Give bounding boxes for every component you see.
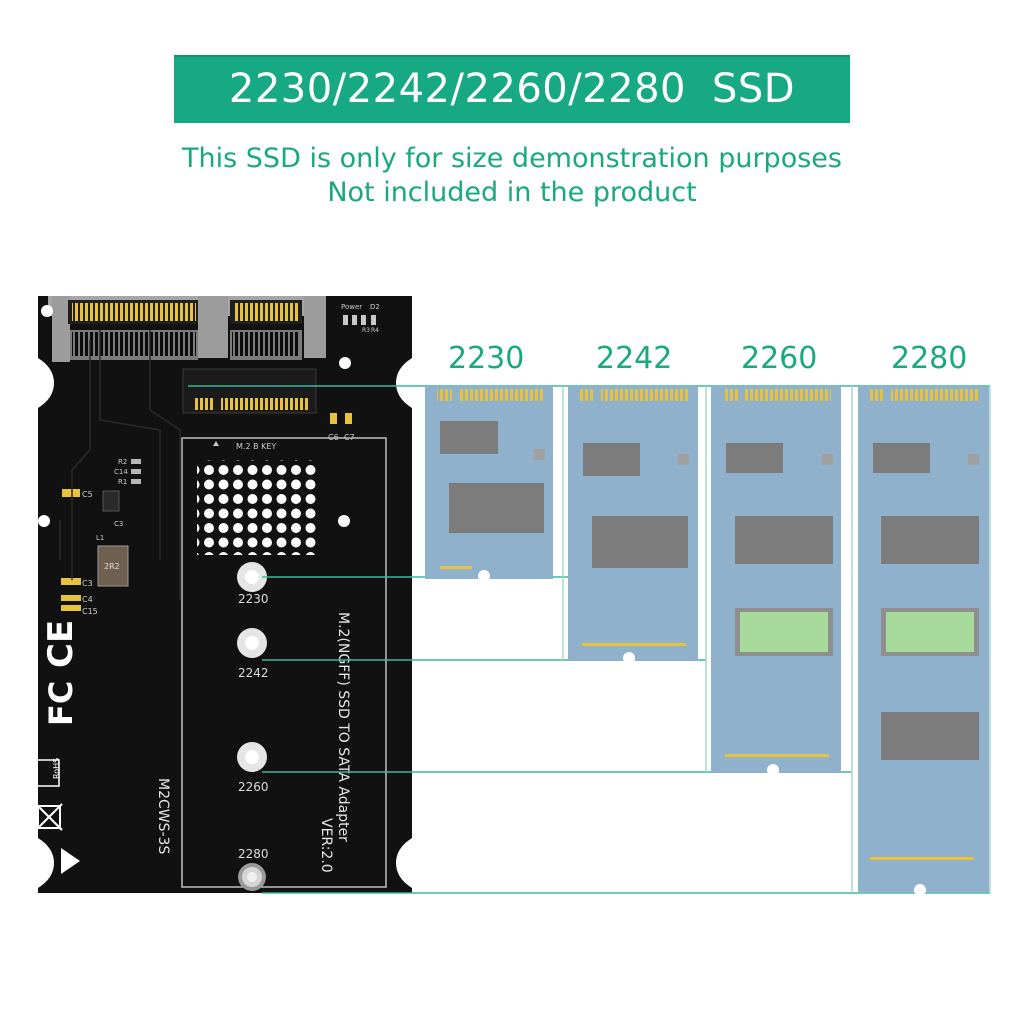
thermal-vias bbox=[197, 460, 319, 555]
inductor-value: 2R2 bbox=[104, 562, 120, 571]
standoff-label-2260: 2260 bbox=[238, 780, 269, 794]
ce-mark: CE bbox=[41, 620, 81, 668]
weee-icon bbox=[35, 803, 63, 831]
adapter-board: Power D2 R3 R4 C6 C7 R2 C14 R1 C5 C3 L1 … bbox=[35, 296, 412, 893]
r3-label: R3 bbox=[362, 327, 370, 334]
mount-hole-4 bbox=[338, 515, 350, 527]
c3-label: C3 bbox=[82, 579, 93, 588]
esd-warning-icon bbox=[61, 848, 80, 874]
l1-label: L1 bbox=[96, 534, 104, 542]
standoffs: 2230 2242 2260 2280 bbox=[237, 562, 269, 891]
rohs-mark: RoHS bbox=[52, 758, 61, 779]
r2-label: R2 bbox=[118, 458, 127, 466]
pcb-body bbox=[38, 296, 412, 893]
board-version-text: VER:2.0 bbox=[318, 818, 334, 873]
ssd-bay: M.2 B KEY bbox=[181, 437, 387, 888]
sata-connector bbox=[48, 296, 326, 362]
c15-label: C15 bbox=[82, 607, 98, 616]
m2-slot bbox=[182, 368, 317, 414]
note-line-1: This SSD is only for size demonstration … bbox=[182, 143, 842, 174]
r1-label: R1 bbox=[118, 478, 127, 486]
mount-hole-2 bbox=[339, 357, 351, 369]
size-label-2280: 2280 bbox=[891, 341, 967, 376]
c14-label: C14 bbox=[114, 468, 128, 476]
title-banner: 2230/2242/2260/2280 SSD bbox=[174, 55, 850, 123]
d2-label: D2 bbox=[370, 303, 380, 311]
size-label-2242: 2242 bbox=[596, 341, 672, 376]
m2-key-label: M.2 B KEY bbox=[236, 442, 276, 451]
note-line-2: Not included in the product bbox=[327, 177, 697, 208]
ssd-2260 bbox=[711, 386, 841, 776]
mount-hole-1 bbox=[41, 305, 53, 317]
standoff-label-2280: 2280 bbox=[238, 847, 269, 861]
mount-hole-3 bbox=[38, 515, 50, 527]
power-label: Power bbox=[341, 303, 362, 311]
c4-label: C4 bbox=[82, 595, 93, 604]
fc-mark: FC bbox=[42, 681, 80, 726]
size-label-2230: 2230 bbox=[448, 341, 524, 376]
size-label-2260: 2260 bbox=[741, 341, 817, 376]
ssd-2242 bbox=[568, 386, 698, 664]
ssd-2280 bbox=[858, 386, 989, 896]
c13-label: C3 bbox=[114, 520, 123, 528]
r4-label: R4 bbox=[371, 327, 379, 334]
standoff-label-2230: 2230 bbox=[238, 592, 269, 606]
title-ssd: SSD bbox=[712, 66, 796, 112]
c5-label: C5 bbox=[82, 490, 93, 499]
title-sizes: 2230/2242/2260/2280 bbox=[228, 66, 687, 112]
board-model-text: M2CWS-3S bbox=[155, 778, 171, 854]
board-title-text: M.2(NGFF) SSD TO SATA Adapter bbox=[335, 612, 351, 842]
standoff-label-2242: 2242 bbox=[238, 666, 269, 680]
ssd-2230 bbox=[425, 386, 553, 582]
